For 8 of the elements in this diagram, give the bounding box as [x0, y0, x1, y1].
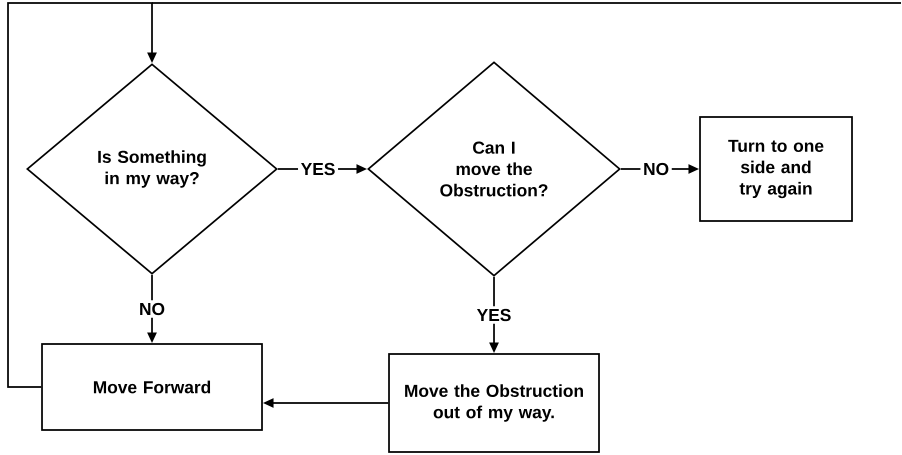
edge-label: YES	[298, 160, 338, 178]
process-box: Move the Obstruction out of my way.	[388, 353, 600, 453]
process-box: Move Forward	[41, 343, 263, 431]
edge-label: YES	[474, 306, 514, 324]
edge-label: NO	[640, 160, 672, 178]
edge-label: NO	[136, 300, 168, 318]
process-box: Turn to one side and try again	[699, 116, 853, 222]
arrow	[7, 2, 157, 388]
